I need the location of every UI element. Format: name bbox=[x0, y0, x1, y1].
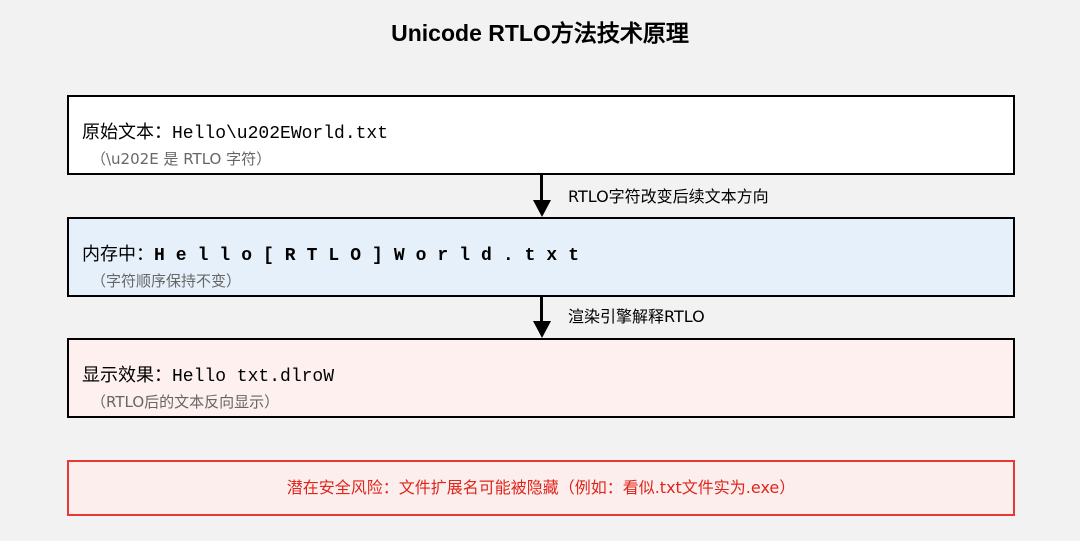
step-label: 内存中： bbox=[82, 244, 154, 265]
flow-arrow bbox=[533, 297, 551, 338]
flow-arrow bbox=[533, 175, 551, 217]
arrow-head bbox=[533, 321, 551, 338]
security-warning-box: 潜在安全风险：文件扩展名可能被隐藏（例如：看似.txt文件实为.exe） bbox=[67, 460, 1015, 516]
arrow-label: 渲染引擎解释RTLO bbox=[568, 307, 705, 326]
step-main-line: 显示效果： Hello txt.dlroW bbox=[82, 361, 334, 387]
step-code: Hello\u202EWorld.txt bbox=[172, 124, 389, 144]
arrow-shaft bbox=[540, 297, 543, 322]
step-note: （RTLO后的文本反向显示） bbox=[91, 393, 280, 411]
step-note: （字符顺序保持不变） bbox=[91, 272, 242, 290]
arrow-head bbox=[533, 200, 551, 217]
step-in-memory: 内存中： Hello[RTLO]World.txt （字符顺序保持不变） bbox=[67, 217, 1015, 297]
step-main-line: 内存中： Hello[RTLO]World.txt bbox=[82, 240, 590, 266]
diagram-title: Unicode RTLO方法技术原理 bbox=[391, 20, 689, 46]
step-code: Hello[RTLO]World.txt bbox=[154, 246, 591, 266]
step-original-text: 原始文本： Hello\u202EWorld.txt （\u202E 是 RTL… bbox=[67, 95, 1015, 175]
step-display-result: 显示效果： Hello txt.dlroW （RTLO后的文本反向显示） bbox=[67, 338, 1015, 418]
arrow-shaft bbox=[540, 175, 543, 201]
arrow-label: RTLO字符改变后续文本方向 bbox=[568, 187, 769, 206]
step-note: （\u202E 是 RTLO 字符） bbox=[91, 150, 272, 168]
step-code: Hello txt.dlroW bbox=[172, 367, 335, 387]
step-main-line: 原始文本： Hello\u202EWorld.txt bbox=[82, 118, 388, 144]
step-label: 显示效果： bbox=[82, 365, 172, 386]
step-label: 原始文本： bbox=[82, 122, 172, 143]
